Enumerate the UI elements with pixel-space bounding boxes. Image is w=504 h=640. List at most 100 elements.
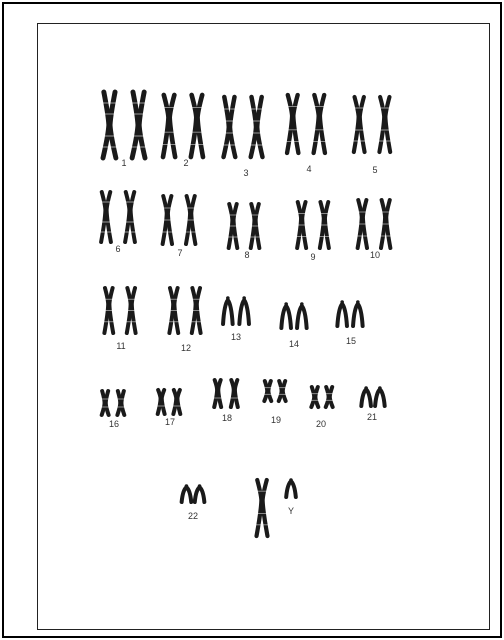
chromosome-label-1: 1 bbox=[121, 158, 126, 168]
chromosome-8: 8 bbox=[226, 204, 262, 260]
chromatid-right-16-b bbox=[121, 391, 124, 415]
chromosome-x bbox=[253, 480, 271, 536]
chromatid-right-1-a bbox=[110, 92, 116, 158]
chromosome-2: 2 bbox=[159, 95, 207, 168]
chromatid-right-16-a bbox=[106, 391, 109, 415]
chromosome-label-16: 16 bbox=[109, 419, 119, 429]
chromatid-left-5-a bbox=[354, 97, 359, 152]
chromatid-21-b bbox=[375, 389, 385, 406]
chromatid-left-5-b bbox=[379, 97, 384, 152]
chromatid-right-5-b bbox=[385, 97, 390, 152]
chromatid-right-17-a bbox=[162, 390, 165, 414]
satellite-13-b bbox=[242, 296, 246, 300]
chromosome-6: 6 bbox=[98, 192, 138, 254]
chromatid-left-6-a bbox=[101, 192, 105, 242]
chromosome-label-8: 8 bbox=[244, 250, 249, 260]
chromosome-label-6: 6 bbox=[115, 244, 120, 254]
chromosome-y: Y bbox=[286, 478, 296, 516]
chromatid-13-a bbox=[223, 300, 233, 324]
chromatid-14-b bbox=[297, 306, 307, 328]
satellite-21-b bbox=[378, 386, 382, 390]
chromatid-22-b bbox=[195, 487, 205, 502]
chromosome-label-12: 12 bbox=[181, 343, 191, 353]
chromosome-15: 15 bbox=[337, 300, 362, 346]
chromatid-right-19-a bbox=[268, 381, 271, 401]
chromatid-15-a bbox=[337, 304, 347, 326]
satellite-21-a bbox=[364, 386, 368, 390]
chromosome-label-4: 4 bbox=[306, 164, 311, 174]
chromosome-4: 4 bbox=[283, 95, 328, 174]
chromosome-label-3: 3 bbox=[243, 168, 248, 178]
chromosome-label-17: 17 bbox=[165, 417, 175, 427]
chromatid-13-b bbox=[239, 300, 249, 324]
chromosome-label-y: Y bbox=[288, 506, 294, 516]
chromosome-1: 1 bbox=[99, 92, 149, 168]
chromosome-label-2: 2 bbox=[183, 158, 188, 168]
chromosome-20: 20 bbox=[309, 387, 335, 429]
chromatid-21-a bbox=[361, 389, 371, 406]
chromosome-label-10: 10 bbox=[370, 250, 380, 260]
chromosome-21: 21 bbox=[361, 386, 384, 422]
chromatid-right-18-b bbox=[235, 380, 238, 407]
chromatid-14-a bbox=[281, 306, 291, 328]
chromosome-label-22: 22 bbox=[188, 511, 198, 521]
chromosome-11: 11 bbox=[102, 288, 139, 351]
chromosome-label-11: 11 bbox=[116, 341, 125, 351]
chromosome-label-19: 19 bbox=[271, 415, 281, 425]
chromosome-label-20: 20 bbox=[316, 419, 326, 429]
chromatid-right-6-a bbox=[107, 192, 111, 242]
chromosome-22: 22 bbox=[182, 484, 205, 521]
chromosome-label-13: 13 bbox=[231, 332, 241, 342]
chromatid-right-2-a bbox=[170, 95, 175, 157]
satellite-14-b bbox=[300, 302, 304, 306]
chromatid-right-4-b bbox=[320, 95, 325, 153]
chromatid-right-5-a bbox=[360, 97, 365, 152]
chromatid-right-1-b bbox=[139, 92, 145, 158]
chromatid-right-3-a bbox=[230, 97, 235, 157]
chromosome-17: 17 bbox=[155, 390, 182, 427]
chromatid-left-4-b bbox=[314, 95, 319, 153]
chromatid-right-17-b bbox=[177, 390, 180, 414]
satellite-14-a bbox=[284, 302, 288, 306]
satellite-13-a bbox=[226, 296, 230, 300]
chromosome-12: 12 bbox=[167, 288, 204, 353]
chromosome-9: 9 bbox=[294, 202, 332, 262]
chromatid-left-2-b bbox=[191, 95, 196, 157]
chromatid-Y bbox=[286, 481, 296, 497]
chromatid-right-19-b bbox=[283, 381, 286, 401]
chromosome-18: 18 bbox=[212, 380, 240, 423]
satellite-15-b bbox=[356, 300, 360, 304]
chromosome-13: 13 bbox=[223, 296, 249, 342]
chromatid-right-4-a bbox=[293, 95, 298, 153]
chromosome-label-7: 7 bbox=[177, 248, 182, 258]
chromosome-10: 10 bbox=[355, 200, 394, 260]
chromosome-label-5: 5 bbox=[372, 165, 377, 175]
chromatid-right-20-b bbox=[330, 387, 333, 407]
chromatid-left-x bbox=[257, 480, 262, 536]
chromosome-label-14: 14 bbox=[289, 339, 299, 349]
chromatid-left-2-a bbox=[163, 95, 168, 157]
chromatid-22-a bbox=[182, 487, 192, 502]
chromatid-right-3-b bbox=[257, 97, 262, 157]
chromatid-right-20-a bbox=[315, 387, 318, 407]
chromosome-3: 3 bbox=[220, 97, 267, 178]
chromosome-19: 19 bbox=[262, 381, 288, 425]
satellite-Y bbox=[289, 478, 293, 482]
chromosome-16: 16 bbox=[99, 391, 126, 429]
chromosome-label-15: 15 bbox=[346, 336, 356, 346]
chromatid-right-6-b bbox=[131, 192, 135, 242]
chromosome-label-21: 21 bbox=[367, 412, 377, 422]
chromatid-left-6-b bbox=[125, 192, 129, 242]
satellite-15-a bbox=[340, 300, 344, 304]
chromatid-left-4-a bbox=[287, 95, 292, 153]
chromosome-14: 14 bbox=[281, 302, 306, 349]
chromatid-right-18-a bbox=[218, 380, 221, 407]
satellite-22-b bbox=[198, 484, 202, 488]
chromosome-label-9: 9 bbox=[310, 252, 315, 262]
chromatid-right-x bbox=[263, 480, 268, 536]
chromosome-label-18: 18 bbox=[222, 413, 232, 423]
chromosome-7: 7 bbox=[160, 196, 199, 258]
chromosome-5: 5 bbox=[350, 97, 393, 175]
chromatid-right-2-b bbox=[198, 95, 203, 157]
satellite-22-a bbox=[185, 484, 189, 488]
